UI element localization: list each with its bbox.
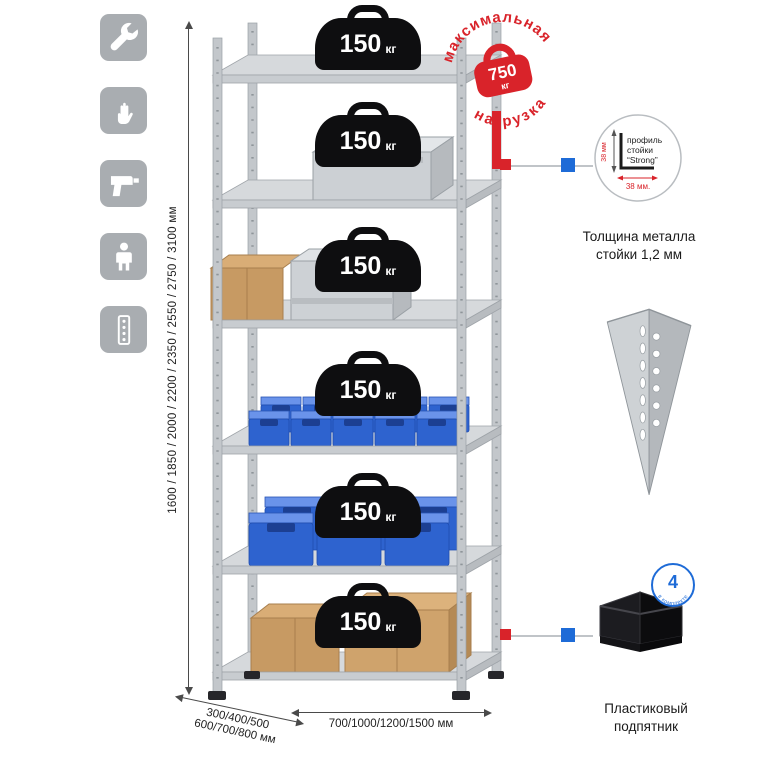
load-unit: кг — [385, 41, 397, 56]
blue-marker-top — [561, 158, 575, 172]
profile-caption: Толщина металла стойки 1,2 мм — [553, 228, 725, 264]
gloves-glyph — [117, 102, 133, 124]
profile-caption-line1: Толщина металла — [582, 229, 696, 244]
load-unit: кг — [385, 509, 397, 524]
highlighted-post-segment — [492, 111, 501, 169]
shelf-load-badge-1: 150 кг — [315, 18, 421, 70]
load-value: 150 — [339, 29, 382, 58]
load-unit: кг — [385, 138, 397, 153]
height-arrow-up — [184, 21, 193, 29]
stamp-arc-bottom: нагрузка — [469, 91, 554, 137]
shelf-load-badge-5: 150 кг — [315, 486, 421, 538]
post-round-holes — [652, 332, 661, 427]
stamp-unit: кг — [500, 80, 510, 92]
load-unit: кг — [385, 387, 397, 402]
depth-arrow-right — [295, 717, 305, 728]
post-icon — [100, 306, 147, 353]
profile-label-line1: профиль — [627, 135, 663, 145]
width-dimension-label: 700/1000/1200/1500 мм — [328, 718, 454, 730]
height-dimension-line — [188, 28, 189, 688]
blue-marker-bottom — [561, 628, 575, 642]
profile-horizontal-dim: 38 мм. — [626, 182, 650, 191]
height-arrow-down — [184, 687, 193, 695]
width-arrow-left — [291, 708, 299, 717]
cardboard-box-small — [209, 254, 303, 321]
foot-caption-line2: подпятник — [613, 719, 679, 734]
shelf-load-badge-3: 150 кг — [315, 240, 421, 292]
post-slot-holes — [639, 325, 646, 441]
load-value: 150 — [339, 126, 382, 155]
max-load-stamp: максимальная нагрузка 750 кг — [431, 0, 556, 137]
foot-caption: Пластиковый подпятник — [556, 700, 736, 736]
load-value: 150 — [339, 607, 382, 636]
rack-feet — [208, 671, 504, 700]
load-unit: кг — [385, 263, 397, 278]
shelf-4 — [211, 396, 503, 455]
perforated-post-image — [606, 308, 692, 495]
kit-quantity-badge: 4 в комплекте — [651, 563, 695, 607]
red-marker-top — [500, 159, 511, 170]
wrench-icon — [100, 14, 147, 61]
width-arrow-right — [484, 708, 492, 717]
profile-angle-drawing — [619, 133, 654, 170]
person-icon — [100, 233, 147, 280]
load-unit: кг — [385, 619, 397, 634]
stamp-weight-body — [474, 54, 533, 98]
drill-glyph — [110, 175, 139, 196]
width-dimension-line — [298, 712, 484, 713]
red-marker-bottom — [500, 629, 511, 640]
post-glyph — [117, 314, 130, 345]
shelf-load-badge-6: 150 кг — [315, 596, 421, 648]
profile-connector-line — [501, 165, 593, 167]
profile-label-line3: “Strong” — [627, 155, 658, 165]
profile-vertical-dim: 38 мм — [601, 142, 608, 162]
load-value: 150 — [339, 251, 382, 280]
plastic-foot-image — [599, 591, 683, 652]
shelf-5 — [211, 496, 503, 575]
shelf-load-badge-4: 150 кг — [315, 364, 421, 416]
foot-caption-line1: Пластиковый — [604, 701, 688, 716]
stamp-weight-handle — [483, 43, 517, 64]
load-value: 150 — [339, 375, 382, 404]
profile-caption-line2: стойки 1,2 мм — [595, 247, 683, 262]
gloves-icon — [100, 87, 147, 134]
drill-icon — [100, 160, 147, 207]
profile-callout-circle: 38 мм 38 мм. профиль стойки “Strong” — [594, 114, 682, 202]
shelf-load-badge-2: 150 кг — [315, 115, 421, 167]
load-value: 150 — [339, 497, 382, 526]
depth-arrow-left — [174, 692, 184, 702]
person-glyph — [115, 242, 132, 270]
profile-label-line2: стойки — [627, 145, 653, 155]
foot-connector-line — [501, 635, 593, 637]
kit-badge-number: 4 — [668, 572, 678, 592]
wrench-glyph — [110, 22, 138, 50]
stamp-arc-top: максимальная — [431, 0, 556, 68]
height-dimension-label: 1600 / 1850 / 2000 / 2200 / 2350 / 2550 … — [167, 206, 179, 514]
